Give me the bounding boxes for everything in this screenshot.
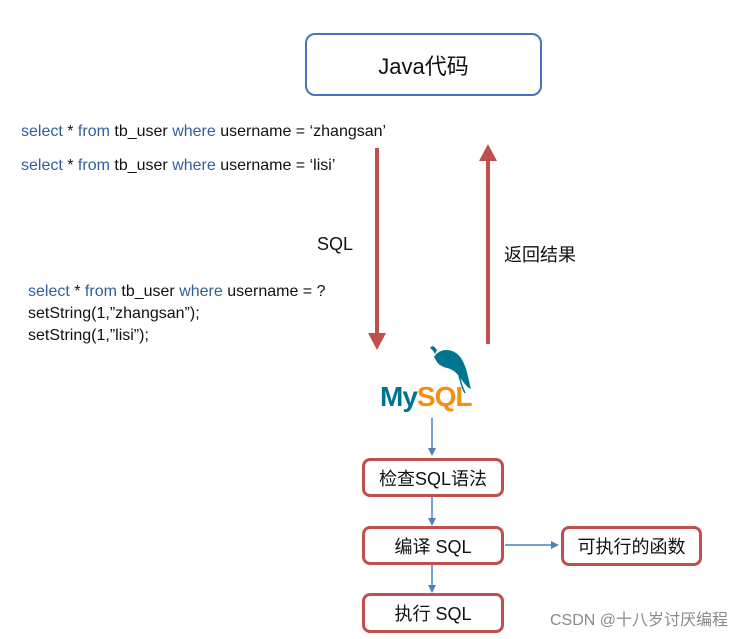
up-arrow-head xyxy=(479,144,497,161)
java-code-box: Java代码 xyxy=(305,33,542,96)
prepared-table: tb_user xyxy=(116,283,180,300)
query-where-keyword: where xyxy=(172,123,216,140)
mysql-wordmark: MySQL xyxy=(380,381,473,412)
query-line-zhangsan: select * from tb_user where username = ‘… xyxy=(21,124,386,140)
dolphin-icon xyxy=(430,346,471,394)
java-code-label: Java代码 xyxy=(378,53,469,79)
execute-sql-box: 执行 SQL xyxy=(362,593,504,633)
mysql-sql-text: SQL xyxy=(416,381,473,412)
prepared-star: * xyxy=(69,283,85,300)
query-star: * xyxy=(62,123,78,140)
execute-sql-label: 执行 SQL xyxy=(394,604,472,624)
query-select-keyword: select xyxy=(21,123,63,140)
query-condition: username = ‘zhangsan’ xyxy=(215,123,387,140)
query-line-lisi: select * from tb_user where username = ‘… xyxy=(21,158,335,174)
prepared-select-keyword: select xyxy=(28,283,70,300)
mysql-my-text: My xyxy=(380,381,418,412)
set-string-zhangsan-line: setString(1,”zhangsan”); xyxy=(28,305,200,322)
return-result-label: 返回结果 xyxy=(504,245,576,265)
prepared-statement-code: select * from tb_user where username = ?… xyxy=(28,281,326,347)
query-table: tb_user xyxy=(109,123,173,140)
mysql-logo: MySQL xyxy=(373,344,483,416)
check-sql-syntax-box: 检查SQL语法 xyxy=(362,458,504,497)
down-arrow-head xyxy=(368,333,386,350)
prepared-condition: username = ? xyxy=(222,283,326,300)
prepared-from-keyword: from xyxy=(84,283,117,300)
query-where-keyword: where xyxy=(172,157,216,174)
query-select-keyword: select xyxy=(21,157,63,174)
query-from-keyword: from xyxy=(77,123,110,140)
compile-sql-box: 编译 SQL xyxy=(362,526,504,565)
executable-function-box: 可执行的函数 xyxy=(561,526,702,566)
prepared-where-keyword: where xyxy=(179,283,223,300)
query-star: * xyxy=(62,157,78,174)
query-table: tb_user xyxy=(109,157,173,174)
compile-sql-label: 编译 SQL xyxy=(394,536,472,557)
sql-label: SQL xyxy=(317,234,354,254)
csdn-watermark: CSDN @十八岁讨厌编程 xyxy=(549,612,728,629)
prepared-query-line: select * from tb_user where username = ? xyxy=(28,281,326,303)
executable-function-label: 可执行的函数 xyxy=(577,537,686,557)
set-string-lisi-line: setString(1,”lisi”); xyxy=(28,327,149,344)
check-sql-syntax-label: 检查SQL语法 xyxy=(378,468,488,489)
query-condition: username = ‘lisi’ xyxy=(215,157,336,174)
query-from-keyword: from xyxy=(77,157,110,174)
